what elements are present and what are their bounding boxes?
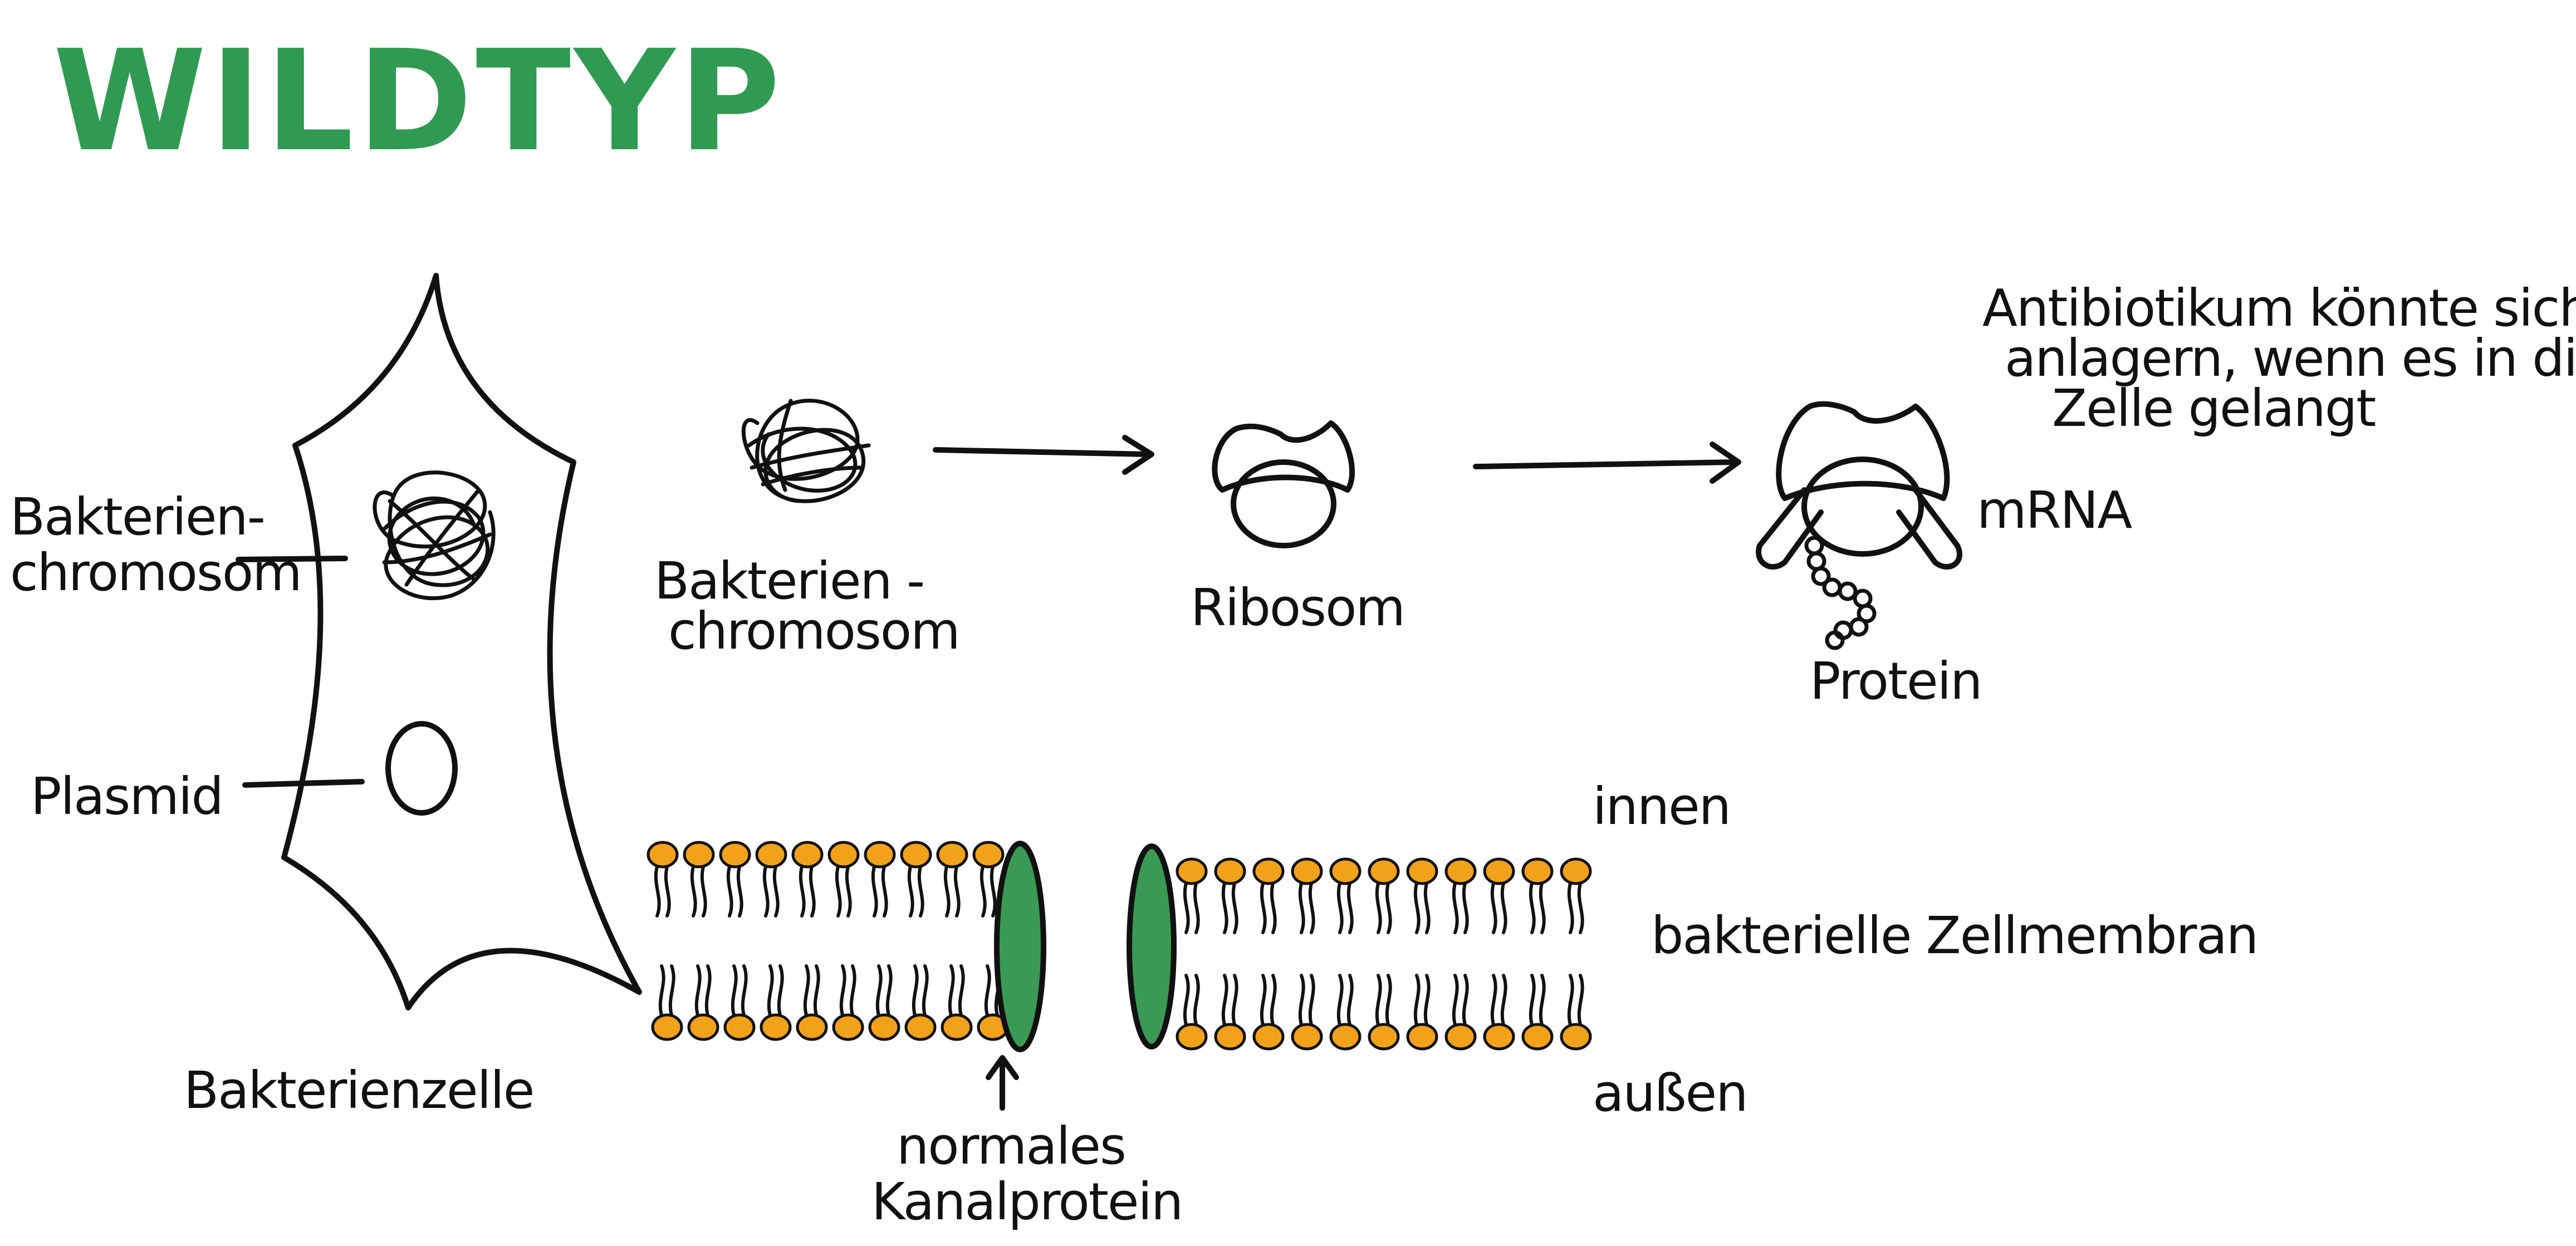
lipid-lower [868, 964, 900, 1041]
cell-chromosome-label-line2: chromosom [10, 543, 301, 602]
lipid-upper [683, 841, 715, 918]
bacterial-cell [281, 273, 642, 1010]
channel-pointer-arrow [986, 1055, 1019, 1111]
ribosome-icon [1212, 420, 1355, 548]
channel-label-line2: Kanalprotein [871, 1172, 1182, 1232]
lipid-lower [1521, 974, 1554, 1051]
page-title: WILDTYP [53, 20, 783, 182]
lipid-upper [1176, 857, 1208, 934]
lipid-upper [900, 841, 932, 918]
cell-chromosome-icon [373, 470, 496, 600]
lipid-lower [1176, 974, 1208, 1051]
lipid-lower [1291, 974, 1323, 1051]
translating-ribosome-icon [1756, 401, 1962, 570]
lipid-lower [1560, 974, 1592, 1051]
lipid-lower [904, 964, 937, 1041]
membrane-bilayer-left [647, 841, 1009, 1041]
lipid-upper [1483, 857, 1515, 934]
lipid-upper [791, 841, 824, 918]
lipid-lower [941, 964, 973, 1041]
channel-label-line1: normales [897, 1116, 1125, 1176]
lipid-lower [1483, 974, 1515, 1051]
plasmid-icon [385, 721, 458, 816]
plasmid-label: Plasmid [31, 767, 223, 826]
protein-chain-icon [1804, 536, 1877, 650]
lipid-upper [1560, 857, 1592, 934]
pathway-chromosome-icon [741, 399, 871, 503]
antibiotic-note-line1: Antibiotikum könnte sich [1982, 278, 2576, 338]
channel-protein-right-half [1127, 843, 1177, 1049]
lipid-upper [1214, 857, 1246, 934]
antibiotic-note-line2: anlagern, wenn es in die [2005, 328, 2576, 388]
lipid-lower [1406, 974, 1438, 1051]
lipid-upper [936, 841, 968, 918]
lipid-lower [723, 964, 756, 1041]
lipid-upper [1406, 857, 1438, 934]
lipid-lower [1329, 974, 1362, 1051]
lipid-lower [832, 964, 864, 1041]
cell-chromosome-label-line1: Bakterien- [10, 487, 265, 547]
ribosome-label: Ribosom [1191, 578, 1404, 637]
lipid-lower [651, 964, 683, 1041]
pathway-chromosome-label-line2: chromosom [668, 601, 959, 661]
protein-label: Protein [1810, 651, 1982, 711]
membrane-outside-label: außen [1593, 1063, 1747, 1123]
arrow-to-ribosome [933, 435, 1154, 475]
lipid-lower [760, 964, 792, 1041]
arrow-to-protein [1473, 442, 1741, 484]
lipid-upper [1444, 857, 1477, 934]
lipid-upper [1291, 857, 1323, 934]
chromosome-pointer-line [236, 556, 348, 562]
mrna-label: mRNA [1977, 480, 2132, 540]
lipid-upper [1521, 857, 1554, 934]
membrane-inside-label: innen [1593, 777, 1730, 836]
cell-label: Bakterienzelle [184, 1061, 533, 1120]
lipid-upper [972, 841, 1005, 918]
lipid-upper [647, 841, 679, 918]
lipid-upper [1252, 857, 1285, 934]
lipid-lower [796, 964, 828, 1041]
membrane-bilayer-right [1176, 857, 1592, 1051]
lipid-lower [687, 964, 719, 1041]
antibiotic-note-line3: Zelle gelangt [2052, 379, 2375, 438]
lipid-lower [1368, 974, 1400, 1051]
lipid-upper [864, 841, 896, 918]
channel-protein-left-half [994, 841, 1046, 1052]
lipid-lower [1252, 974, 1285, 1051]
lipid-lower [1444, 974, 1477, 1051]
pathway-chromosome-label-line1: Bakterien - [654, 551, 924, 611]
membrane-name-label: bakterielle Zellmembran [1651, 906, 2257, 965]
lipid-upper [1368, 857, 1400, 934]
lipid-upper [827, 841, 860, 918]
lipid-lower [1214, 974, 1246, 1051]
lipid-upper [1329, 857, 1362, 934]
lipid-upper [755, 841, 787, 918]
plasmid-pointer-line [242, 779, 365, 788]
lipid-upper [719, 841, 751, 918]
